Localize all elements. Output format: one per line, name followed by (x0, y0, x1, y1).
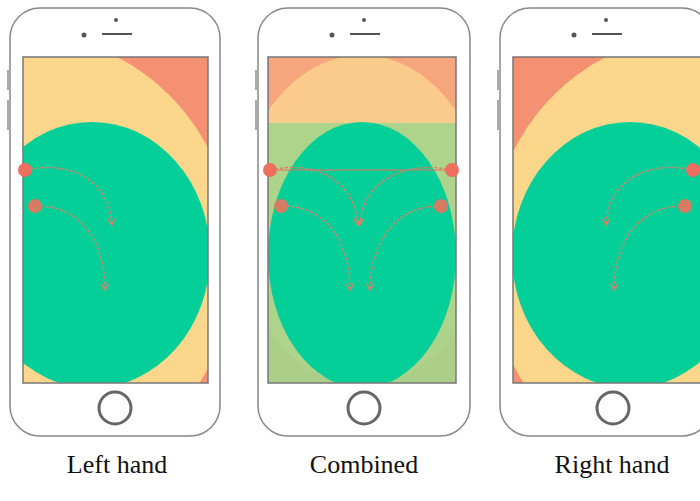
side-button (7, 100, 10, 130)
phone-caption: Left hand (67, 450, 167, 480)
thumb-zone-map (268, 57, 456, 383)
thumb-point (263, 163, 277, 177)
sensor-dot (572, 33, 577, 38)
sensor-dot (330, 33, 335, 38)
combined-phone (237, 8, 487, 436)
side-button (497, 70, 500, 90)
natural-zone (513, 122, 700, 383)
speaker (102, 33, 132, 35)
thumb-point (18, 163, 32, 177)
thumb-arc (25, 167, 112, 225)
sensor-dot (82, 33, 87, 38)
side-button (7, 70, 10, 90)
thumb-point (28, 199, 42, 213)
thumb-arc (614, 206, 685, 290)
thumb-zone-map (513, 57, 700, 383)
thumb-point (434, 199, 448, 213)
home-button (99, 392, 131, 424)
camera-dot (362, 18, 366, 22)
reach-line (270, 170, 452, 171)
phone-caption: Right hand (555, 450, 670, 480)
thumb-point (445, 163, 459, 177)
thumb-point (678, 199, 692, 213)
thumb-point (686, 163, 700, 177)
side-button (255, 100, 258, 130)
speaker (592, 33, 622, 35)
right-phone (488, 8, 700, 480)
left-phone (0, 8, 235, 480)
ok-zone (23, 57, 208, 383)
natural-zone (268, 122, 456, 383)
side-button (255, 70, 258, 90)
home-button (348, 392, 380, 424)
side-button (497, 100, 500, 130)
camera-dot (604, 18, 608, 22)
thumb-arc (270, 167, 358, 225)
thumb-arc (606, 167, 693, 225)
screen (513, 57, 700, 383)
thumb-point (274, 199, 288, 213)
thumb-zone-map (23, 57, 208, 383)
thumb-arc (370, 206, 441, 290)
screen (23, 57, 208, 383)
thumb-arc (360, 167, 452, 225)
ok-zone (513, 57, 700, 383)
thumb-arc (281, 206, 350, 290)
natural-zone (23, 122, 208, 383)
camera-dot (114, 18, 118, 22)
speaker (350, 33, 380, 35)
thumb-arc (35, 206, 105, 290)
phone-caption: Combined (310, 450, 418, 480)
home-button (597, 392, 629, 424)
screen (268, 57, 456, 383)
